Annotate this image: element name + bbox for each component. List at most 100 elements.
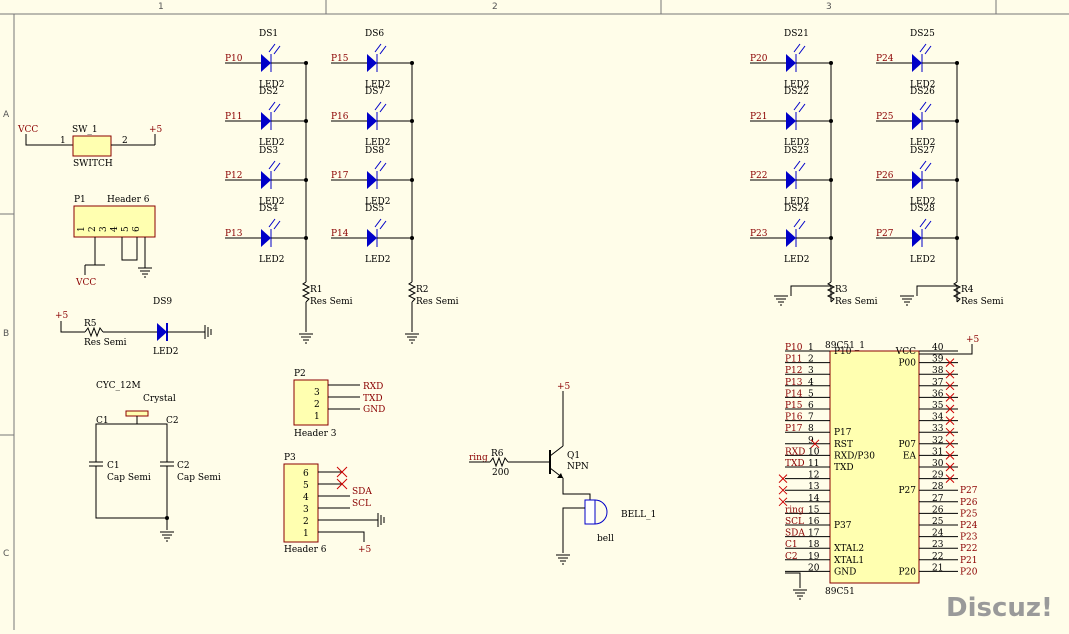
p1-pin-num: 4 [110,226,120,232]
led-value: LED2 [910,255,936,265]
r6-value: 200 [492,468,509,478]
mcu-pwr: +5 [966,335,980,345]
resistor-ref: R3 [835,285,848,295]
mcu-left-net: ring [785,505,804,515]
txd-net: TXD [363,394,383,404]
led-ref: DS21 [784,29,809,39]
p2-pin1: 1 [314,412,320,422]
p1-vcc: VCC [75,278,96,288]
led-ref: DS3 [259,146,278,156]
mcu-left-net: P13 [785,378,803,388]
zone-col-1: 1 [158,2,164,12]
p2-ref: P2 [294,369,306,379]
mcu-pin-num: 1 [808,343,814,353]
mcu-pin-num: 18 [808,540,820,550]
led-pin-net: P13 [225,229,243,239]
resistor-value: Res Semi [835,297,878,307]
led-value: LED2 [365,138,391,148]
mcu-pin-num: 21 [932,563,943,573]
led-ref: DS27 [910,146,935,156]
mcu-pin-num: 39 [932,355,944,365]
led-diode [367,54,377,72]
zone-col-3: 3 [826,2,832,12]
mcu-right-net: P26 [960,498,978,508]
p3-pin-num: 4 [303,493,309,503]
led-pin-net: P17 [331,171,349,181]
led-diode [367,229,377,247]
resistor-value: Res Semi [416,297,459,307]
led-diode [786,54,796,72]
switch-sw1: VCC +5 SW_1 SWITCH 1 2 [17,125,163,169]
mcu-right-net: P21 [960,556,978,566]
led-value: LED2 [259,80,285,90]
zone-col-2: 2 [492,2,498,12]
resistor-symbol [301,281,311,303]
c1-pin: C1 [96,416,109,426]
led-value: LED2 [259,255,285,265]
r5-value: Res Semi [84,338,127,348]
led-value: LED2 [365,80,391,90]
mcu-pin-num: 8 [808,424,814,434]
mcu-pin-num: 7 [808,413,814,423]
vcc-label: VCC [17,125,38,135]
mcu-left-net: P17 [785,424,803,434]
mcu-left-net: P16 [785,413,803,423]
led-value: LED2 [365,197,391,207]
resistor-value: Res Semi [310,297,353,307]
led-ref: DS22 [784,87,809,97]
p1-ref: P1 [74,195,86,205]
led-ref: DS6 [365,29,384,39]
mcu-inner-label: P00 [898,359,916,369]
led-ref: DS23 [784,146,809,156]
led-ref: DS25 [910,29,935,39]
led-group-4: P24DS25LED2P25DS26LED2P26DS27LED2P27DS28… [876,29,1004,307]
resistor-ref: R2 [416,285,429,295]
p3-pin-num: 1 [303,529,309,539]
led-ref: DS28 [910,204,935,214]
mcu-value: 89C51 [825,587,855,597]
mcu-left-net: C1 [785,540,798,550]
c2-ref: C2 [177,461,190,471]
led-diode [261,229,271,247]
zone-row-b: B [3,329,9,339]
c1-ref: C1 [107,461,120,471]
mcu-left-net: SCL [785,517,804,527]
sda-net: SDA [352,487,372,497]
p3-ref: P3 [284,453,296,463]
mcu-pin-num: 38 [932,366,944,376]
led-value: LED2 [784,80,810,90]
mcu-pin-num: 11 [808,459,819,469]
led-pin-net: P23 [750,229,768,239]
bell-driver: +5 ring R6 200 Q1 NPN BELL_1 bell [469,382,656,565]
led-diode [786,229,796,247]
led-diode [912,54,922,72]
led-diode [912,112,922,130]
resistor-ref: R1 [310,285,323,295]
p3-pin-num: 3 [303,505,309,515]
led-value: LED2 [365,255,391,265]
p1-value: Header 6 [107,195,150,205]
mcu-left-net: P15 [785,401,803,411]
mcu-left-net: P11 [785,355,803,365]
led-pin-net: P26 [876,171,894,181]
mcu-pin-num: 17 [808,529,820,539]
mcu-inner-label: P17 [834,428,852,438]
p2-pin3: 3 [314,388,320,398]
led-pin-net: P10 [225,54,243,64]
q1-type: NPN [567,462,589,472]
led-diode [786,112,796,130]
p2-pin2: 2 [314,400,320,410]
mcu-left-net: SDA [785,529,805,539]
led-pin-net: P15 [331,54,349,64]
mcu-right-net: P23 [960,533,978,543]
led-pin-net: P27 [876,229,894,239]
